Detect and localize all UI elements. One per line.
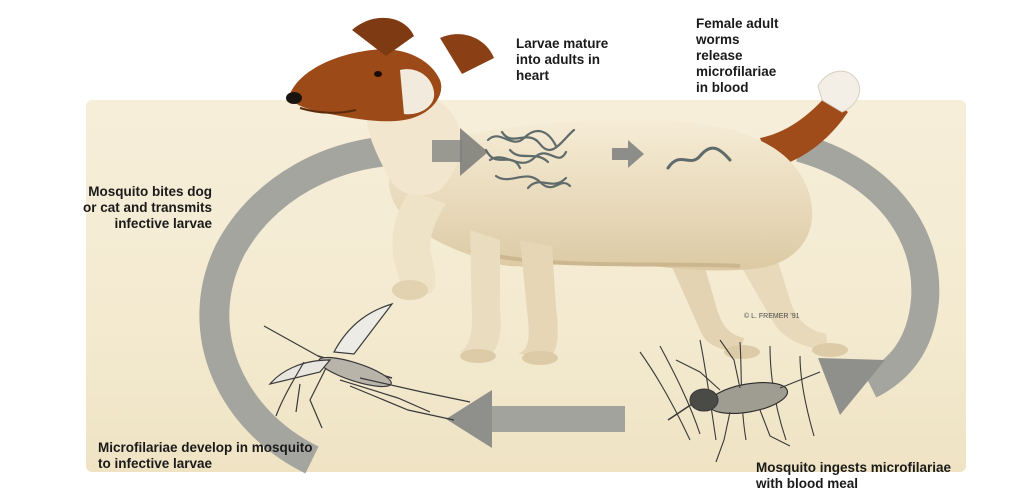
- label-female-adult-line-4: microfilariae: [696, 64, 779, 80]
- label-larvae-mature-line-3: heart: [516, 68, 608, 84]
- label-mosquito-ingests-line-2: with blood meal: [756, 476, 951, 492]
- cycle-arrow-bottom-icon: [446, 390, 625, 448]
- mosquito-icon: [264, 304, 470, 428]
- label-microfilariae-develop: Microfilariae develop in mosquito to inf…: [98, 440, 313, 472]
- label-mosquito-bites-line-2: or cat and transmits: [6, 200, 212, 216]
- label-mosquito-bites-line-3: infective larvae: [6, 216, 212, 232]
- label-female-adult-line-1: Female adult: [696, 16, 779, 32]
- artist-signature: © L. FREMER '91: [744, 312, 800, 320]
- label-larvae-mature-line-1: Larvae mature: [516, 36, 608, 52]
- label-mosquito-bites-line-1: Mosquito bites dog: [6, 184, 212, 200]
- label-mosquito-ingests: Mosquito ingests microfilariae with bloo…: [756, 460, 951, 492]
- mosquito-feeding-icon: [640, 340, 820, 462]
- label-female-adult-line-3: release: [696, 48, 779, 64]
- label-larvae-mature-line-2: into adults in: [516, 52, 608, 68]
- label-female-adult-line-2: worms: [696, 32, 779, 48]
- label-female-adult: Female adult worms release microfilariae…: [696, 16, 779, 96]
- label-mosquito-ingests-line-1: Mosquito ingests microfilariae: [756, 460, 951, 476]
- label-microfilariae-develop-line-1: Microfilariae develop in mosquito: [98, 440, 313, 456]
- cycle-arrow-right-icon: [800, 148, 925, 415]
- label-female-adult-line-5: in blood: [696, 80, 779, 96]
- label-microfilariae-develop-line-2: to infective larvae: [98, 456, 313, 472]
- label-larvae-mature: Larvae mature into adults in heart: [516, 36, 608, 84]
- label-mosquito-bites: Mosquito bites dog or cat and transmits …: [6, 184, 212, 232]
